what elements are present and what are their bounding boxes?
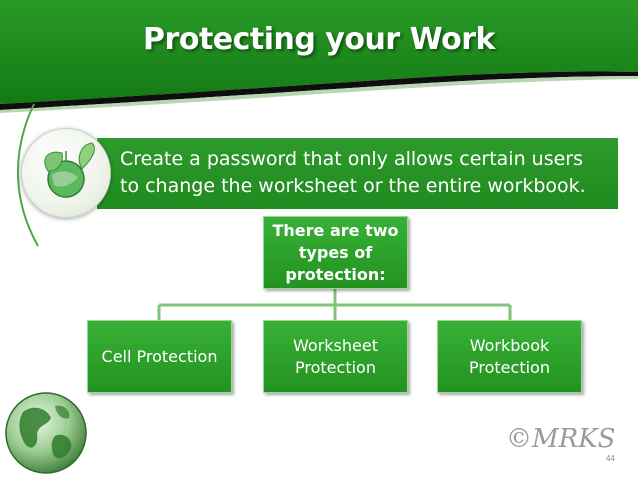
medallion xyxy=(21,128,111,218)
header-banner xyxy=(0,0,638,113)
root-node-line-1: There are two xyxy=(272,220,399,240)
earth-globe-icon xyxy=(5,392,87,474)
worksheet-protection-line-2: Protection xyxy=(295,357,376,377)
decorative-arc xyxy=(16,103,39,247)
worksheet-protection-line-1: Worksheet xyxy=(293,335,378,355)
cell-protection-box: Cell Protection xyxy=(87,320,232,393)
workbook-protection-line-1: Workbook xyxy=(469,335,550,355)
workbook-protection-line-2: Protection xyxy=(469,357,550,377)
intro-band xyxy=(97,138,618,209)
intro-line-1: Create a password that only allows certa… xyxy=(120,148,583,170)
intro-text: Create a password that only allows certa… xyxy=(120,146,620,200)
cell-protection-label: Cell Protection xyxy=(101,346,218,366)
root-node-box: There are two types of protection: xyxy=(263,216,408,289)
root-node-line-3: protection: xyxy=(285,264,386,284)
copyright-text: ©MRKS xyxy=(506,424,616,454)
page-number: 44 xyxy=(606,454,615,463)
leaf-globe-icon xyxy=(44,142,95,198)
workbook-protection-box: Workbook Protection xyxy=(437,320,582,393)
slide-title: Protecting your Work xyxy=(143,22,495,57)
intro-line-2: to change the worksheet or the entire wo… xyxy=(120,175,586,197)
root-node-line-2: types of xyxy=(298,242,373,262)
worksheet-protection-box: Worksheet Protection xyxy=(263,320,408,393)
